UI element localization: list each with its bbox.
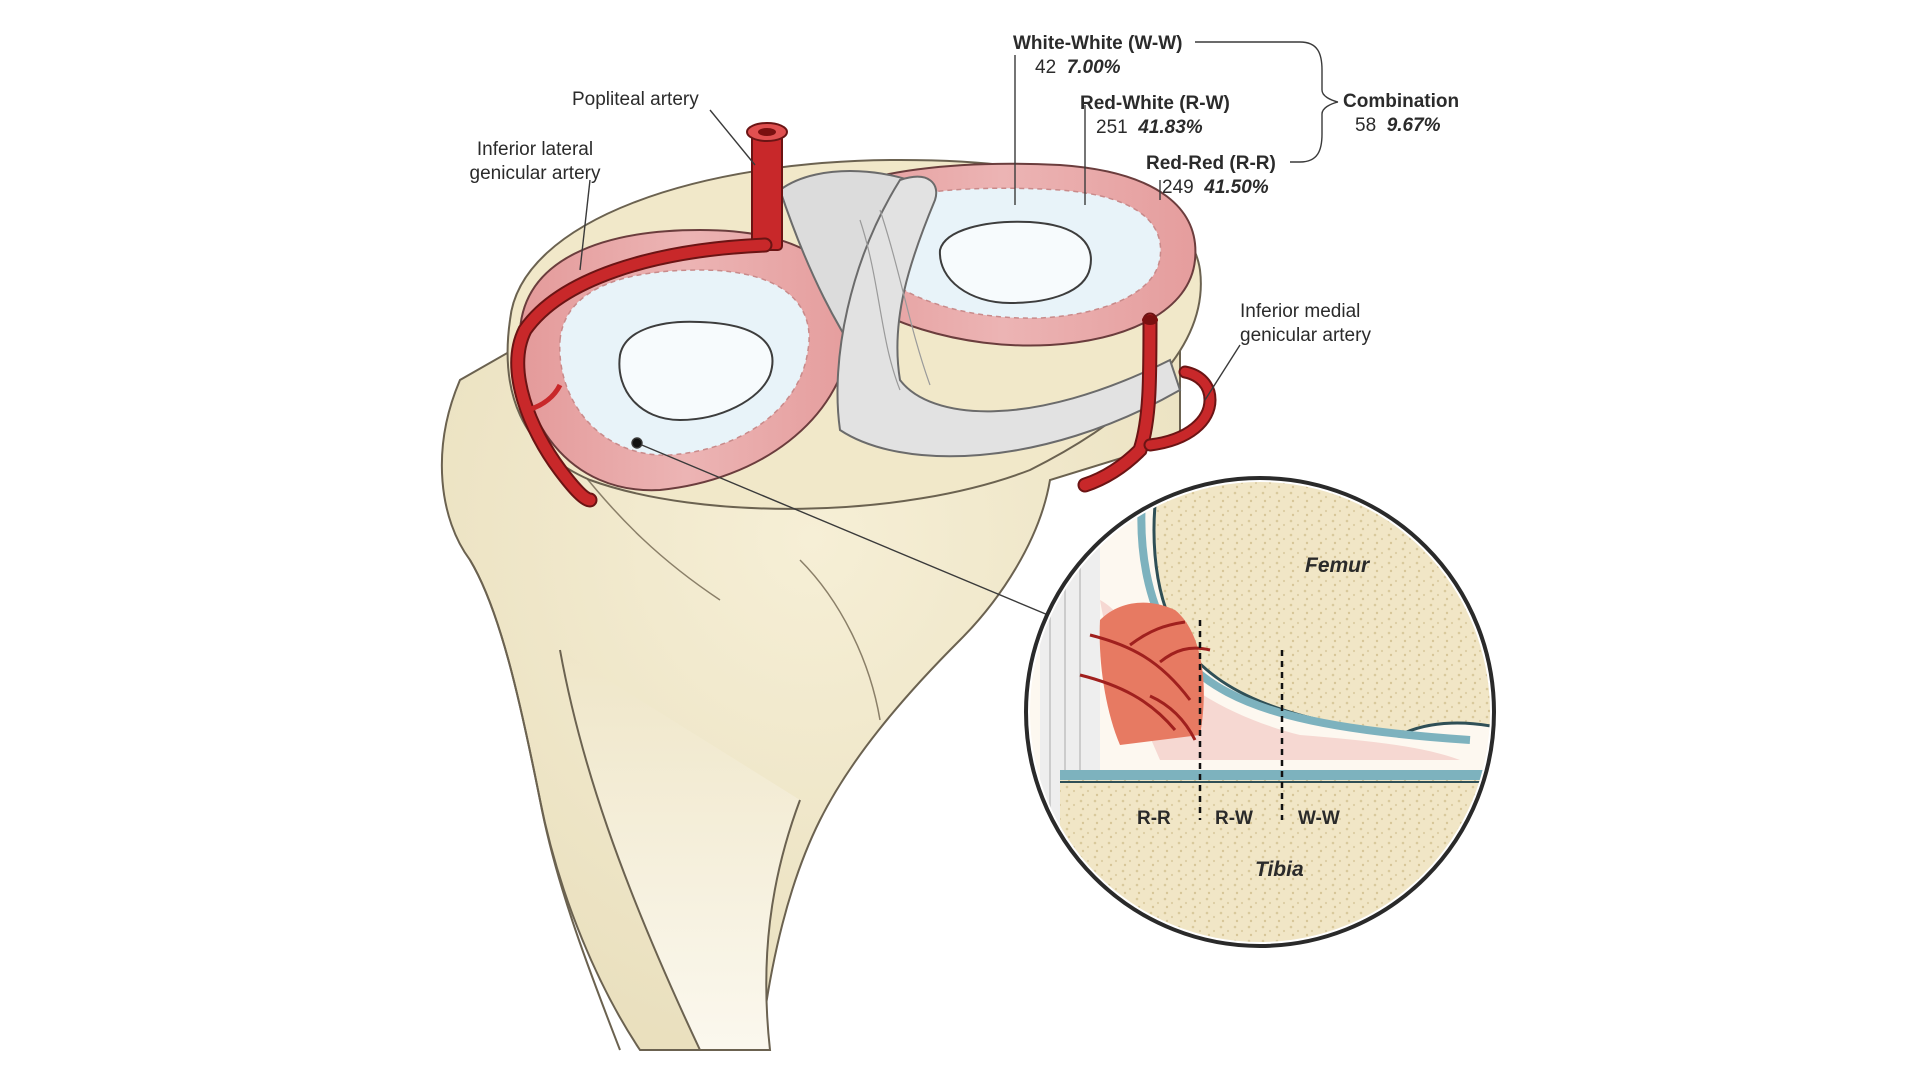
label-combination: Combination 58 9.67%: [1343, 90, 1459, 138]
label-inferior-lateral-line2: genicular artery: [469, 163, 601, 184]
inferior-medial-genicular-artery: [1077, 312, 1217, 493]
combination-stats: 58 9.67%: [1343, 114, 1459, 138]
zone-rr-name: Red-Red (R-R): [1146, 153, 1276, 174]
zone-rr-percent: 41.50%: [1204, 177, 1269, 198]
label-inferior-lateral-line1: Inferior lateral: [476, 139, 594, 160]
leader-lines: [579, 41, 1339, 621]
inset-zone-label-ww: W-W: [1298, 808, 1340, 829]
label-popliteal-artery: Popliteal artery: [572, 89, 699, 110]
leader-popliteal: [709, 109, 756, 166]
inset-label-tibia: Tibia: [1255, 858, 1304, 881]
cruciate-ligaments: [778, 170, 1182, 458]
zone-ww-count: 42: [1035, 57, 1057, 78]
combination-name: Combination: [1343, 91, 1460, 112]
label-zone-rw: Red-White (R-W) 251 41.83%: [1080, 92, 1230, 140]
inferior-lateral-genicular-artery: [510, 237, 773, 508]
label-inferior-medial-line1: Inferior medial: [1240, 301, 1361, 322]
leader-rr-to-combination: [1290, 101, 1339, 163]
combination-count: 58: [1355, 115, 1377, 136]
zone-rw-name: Red-White (R-W): [1080, 93, 1230, 114]
combination-percent: 9.67%: [1386, 115, 1441, 136]
leader-inferior-lateral: [579, 179, 591, 271]
leader-inferior-medial: [1204, 344, 1241, 401]
zone-ww-percent: 7.00%: [1066, 57, 1121, 78]
zone-ww-stats: 42 7.00%: [1013, 56, 1183, 80]
lateral-meniscus: [518, 228, 853, 492]
label-inferior-medial-line2: genicular artery: [1240, 325, 1371, 346]
leader-ww-to-combination: [1195, 41, 1339, 103]
zone-rr-stats: 249 41.50%: [1146, 176, 1276, 200]
zone-ww-name: White-White (W-W): [1013, 33, 1183, 54]
inset-zone-label-rw: R-W: [1215, 808, 1253, 829]
leader-to-inset: [636, 442, 1061, 621]
label-zone-rr: Red-Red (R-R) 249 41.50%: [1146, 152, 1276, 200]
label-zone-ww: White-White (W-W) 42 7.00%: [1013, 32, 1183, 80]
popliteal-artery: [746, 122, 788, 251]
label-inferior-medial-genicular-artery: Inferior medial genicular artery: [1240, 300, 1371, 348]
zone-rw-count: 251: [1096, 117, 1128, 138]
label-inferior-lateral-genicular-artery: Inferior lateral genicular artery: [460, 138, 610, 186]
inset-zone-label-rr: R-R: [1137, 808, 1171, 829]
inset-label-femur: Femur: [1305, 554, 1370, 577]
zone-rw-percent: 41.83%: [1138, 117, 1203, 138]
medial-meniscus: [808, 162, 1197, 347]
inset-cross-section: [1024, 476, 1496, 948]
zone-rr-count: 249: [1162, 177, 1194, 198]
zone-rw-stats: 251 41.83%: [1080, 116, 1230, 140]
